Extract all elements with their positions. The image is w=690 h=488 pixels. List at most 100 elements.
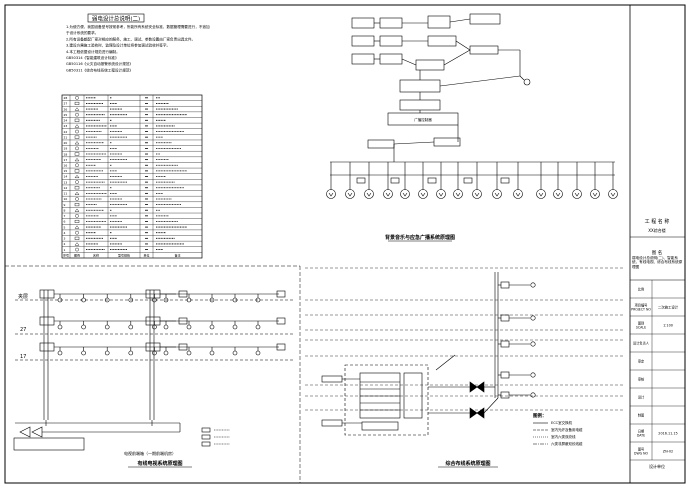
equipment-box [427,15,451,29]
cabling-legend-item: 六类非屏蔽双绞线缆 [551,441,583,446]
tv-outlet-icon [104,324,110,330]
speaker-icon [536,189,546,199]
legend-symbol-circle [75,230,79,235]
title-block-field-label: 图号 [638,447,644,452]
table-row-number: 26 [64,107,68,111]
legend-symbol-box [74,135,80,139]
equipment-box [469,45,499,55]
title-block-field-value: 1:100 [663,324,673,328]
speaker-icon [436,189,446,199]
title-block: 工 程 名 称 XX综合楼 图 名 弱电设计总说明(二)、智能系统、有线电视、综… [629,5,685,483]
speaker-cone [328,192,334,197]
legend-symbol-box [74,236,80,240]
broadcast-title: 背景音乐与应急广播系统原理图 [385,234,455,241]
title-block-field-label: 审定 [638,359,645,364]
legend-symbol-box [74,118,80,122]
legend-symbol-triangle [74,225,80,229]
speaker-cone [385,192,391,197]
speaker-cone [592,192,598,197]
cctv-floor-label-1: 夹层 [18,293,28,300]
table-row-number: 21 [64,135,68,139]
data-outlet-icon [530,341,536,347]
table-header-cell: 序号 [63,253,69,258]
note-line: 2.所有设备都配厂家对相应的服务，施工、调试、参数设置由厂家负责出具文件。 [66,36,195,41]
cctv-riser-diagram [13,289,295,451]
title-block-field-label: SCALE [636,326,646,330]
title-block-field-value: ZN-02 [663,450,673,454]
speaker-icon [553,189,563,199]
legend-symbol-triangle [74,107,80,111]
speaker-icon [472,189,482,199]
speaker-icon [590,189,600,199]
equipment-box [379,35,403,47]
speaker-cone [555,192,561,197]
drawing-name-label: 图 名 [652,249,662,256]
equipment-box [427,35,457,47]
main-switch-box [359,372,401,419]
fiber-line [435,354,456,371]
tv-outlet-icon [209,350,215,356]
table-row-number: 20 [64,141,68,145]
title-block-field-value: 二次施工设计 [658,305,679,310]
cctv-floor-label-2: 27 [20,327,26,333]
amplifier-icon [19,426,31,438]
equipment-box [367,139,395,149]
table-row-number: 24 [64,119,68,123]
floor-switch-box [500,391,510,399]
note-line: GB50116《火灾自动报警系统设计规范》 [66,61,133,66]
signal-line [393,141,435,145]
tv-outlet-icon [57,350,63,356]
signal-line [443,49,471,66]
legend-symbol-circle [75,146,79,151]
speaker-cone [610,192,616,197]
tv-outlet-icon [81,350,86,356]
title-block-field-label: 项目编号 [635,303,648,308]
equipment-box [351,53,375,65]
title-block-footer: 设计单位 [649,463,665,469]
speaker-cone [438,192,444,197]
table-row-number: 11 [64,192,68,196]
speaker-cone [455,192,461,197]
legend-symbol-circle [75,180,79,184]
table-row-number: 19 [64,147,68,151]
head-end-box [13,437,85,451]
legend-symbol-circle [75,214,79,218]
legend-symbol-box [74,152,80,156]
legend-symbol-triangle [74,174,80,178]
amplifier-box [276,290,286,298]
tv-outlet-icon [232,350,238,356]
floor-switch-box [500,340,510,348]
speaker-icon [513,189,523,199]
cabling-diagram [305,267,625,436]
title-block-field-label: 比例 [638,287,644,292]
table-row-number: 16 [64,163,68,167]
equipment-box [399,79,441,93]
broadcast-controller-box [387,112,459,126]
speaker-cone [515,192,521,197]
speaker-icon [418,189,428,199]
equipment-box [379,53,403,65]
legend-symbol-circle [75,163,79,168]
patch-panel-box [403,372,423,419]
legend-symbol-triangle [74,158,80,162]
legend-symbol-circle [75,197,79,201]
note-line: 1.为使方便，我国设备型号按常参考，所能所有系统安全标准、数据管理需要进行，不追… [66,24,210,29]
distribution-box [39,289,55,299]
speaker-icon [400,189,410,199]
cabling-legend-item: 室内六类双绞线 [551,434,576,439]
table-header-cell: 图例 [74,253,80,258]
title-block-field-label: 图别 [638,321,644,326]
table-row-number: 2 [64,242,66,246]
table-row-number: 7 [64,214,66,218]
table-row-number: 8 [64,208,66,212]
legend-symbol-box [74,203,80,207]
legend-symbol-triangle [74,141,80,145]
legend-swatch [201,427,211,433]
title-block-field-label: 制图 [638,413,644,418]
equipment-box [433,137,461,147]
sheet-border [4,4,686,484]
equipment-box [469,13,501,25]
engineering-name-label: 工 程 名 称 [645,218,670,225]
data-outlet-icon [530,315,536,321]
